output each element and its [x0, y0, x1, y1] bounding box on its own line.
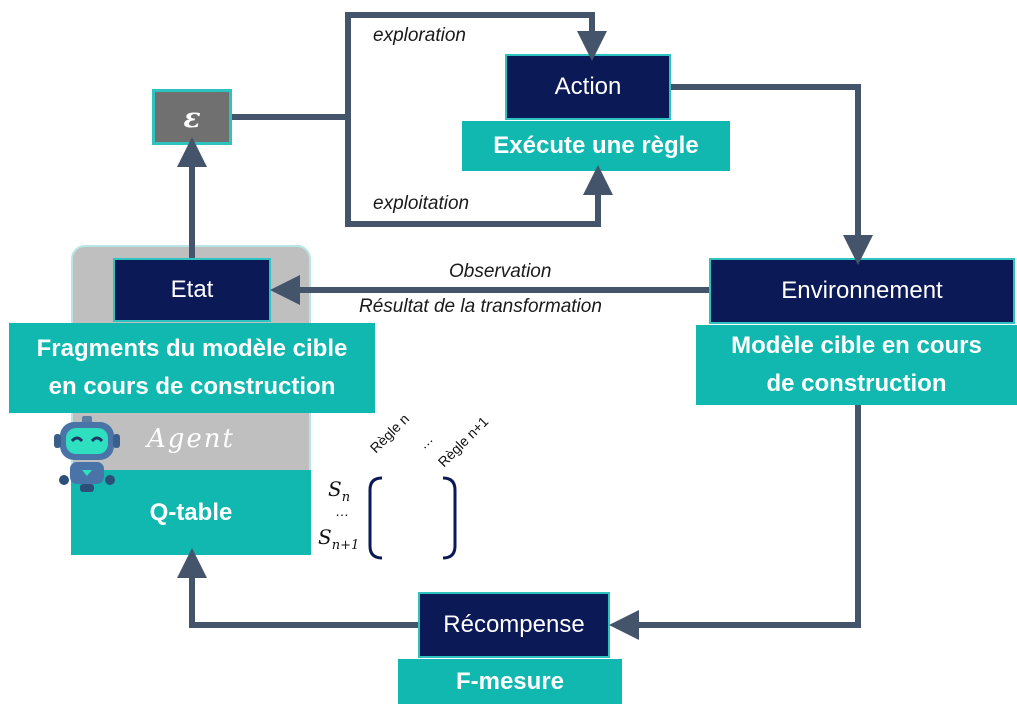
q-matrix	[368, 476, 457, 560]
arrow-exploration	[345, 12, 607, 117]
recompense-description: F-mesure	[398, 659, 622, 704]
epsilon-label: ε	[183, 100, 201, 134]
observation-label: Observation	[449, 261, 552, 282]
resultat-label: Résultat de la transformation	[359, 296, 602, 317]
arrow-environnement-to-recompense	[609, 405, 861, 640]
arrow-exploitation	[345, 117, 613, 227]
env-desc-line1: Modèle cible en cours	[731, 332, 982, 359]
epsilon-box: ε	[152, 89, 232, 145]
matrix-row-first: Sn	[328, 477, 351, 505]
exploration-label: exploration	[373, 25, 466, 46]
action-description: Exécute une règle	[462, 121, 730, 171]
agent-label: Agent	[147, 424, 235, 454]
q-table-box: Q-table	[71, 470, 311, 555]
recompense-box: Récompense	[418, 592, 610, 658]
environnement-description: Modèle cible en cours de construction	[696, 325, 1017, 405]
arrow-recompense-to-qtable	[177, 548, 418, 628]
etat-desc-line1: Fragments du modèle cible	[36, 335, 348, 362]
matrix-left-bracket	[368, 476, 383, 560]
arrow-action-to-environnement	[671, 84, 873, 265]
etat-description: Fragments du modèle cible en cours de co…	[9, 323, 375, 413]
matrix-right-bracket	[442, 476, 457, 560]
action-box: Action	[505, 54, 671, 120]
matrix-row-dots: …	[335, 503, 349, 519]
env-desc-line2: de construction	[766, 370, 947, 397]
exploitation-label: exploitation	[373, 193, 470, 214]
robot-icon	[54, 416, 120, 492]
etat-desc-line2: en cours de construction	[48, 373, 336, 400]
matrix-row-last: Sn+1	[318, 525, 360, 553]
